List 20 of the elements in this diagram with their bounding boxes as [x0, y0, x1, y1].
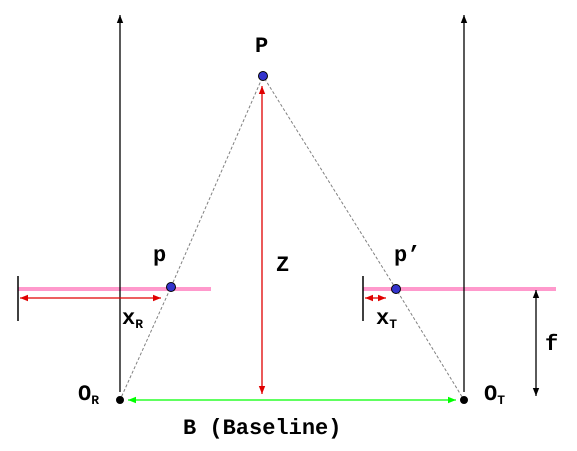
edge-label: Z — [276, 255, 290, 277]
arrow — [20, 294, 161, 302]
edge-label: x$_{R}$ — [122, 308, 144, 334]
point-label: O$_{T}$ — [484, 384, 506, 410]
projection-line — [265, 80, 394, 286]
dimension-label: f — [545, 334, 558, 356]
point-label: O$_{R}$ — [78, 384, 100, 410]
arrow — [258, 86, 266, 394]
arrow — [116, 15, 124, 392]
projection-line — [398, 292, 462, 398]
edge-label: B (Baseline) — [183, 418, 342, 440]
edge-label: x$_{T}$ — [376, 308, 398, 334]
point-label: p’ — [394, 245, 420, 267]
projection-line — [172, 80, 262, 283]
arrow — [460, 15, 468, 392]
arrow — [365, 294, 386, 302]
projection-line — [121, 291, 170, 397]
point-label: p — [153, 245, 166, 267]
arrow — [128, 396, 456, 404]
point-label: P — [255, 36, 268, 58]
